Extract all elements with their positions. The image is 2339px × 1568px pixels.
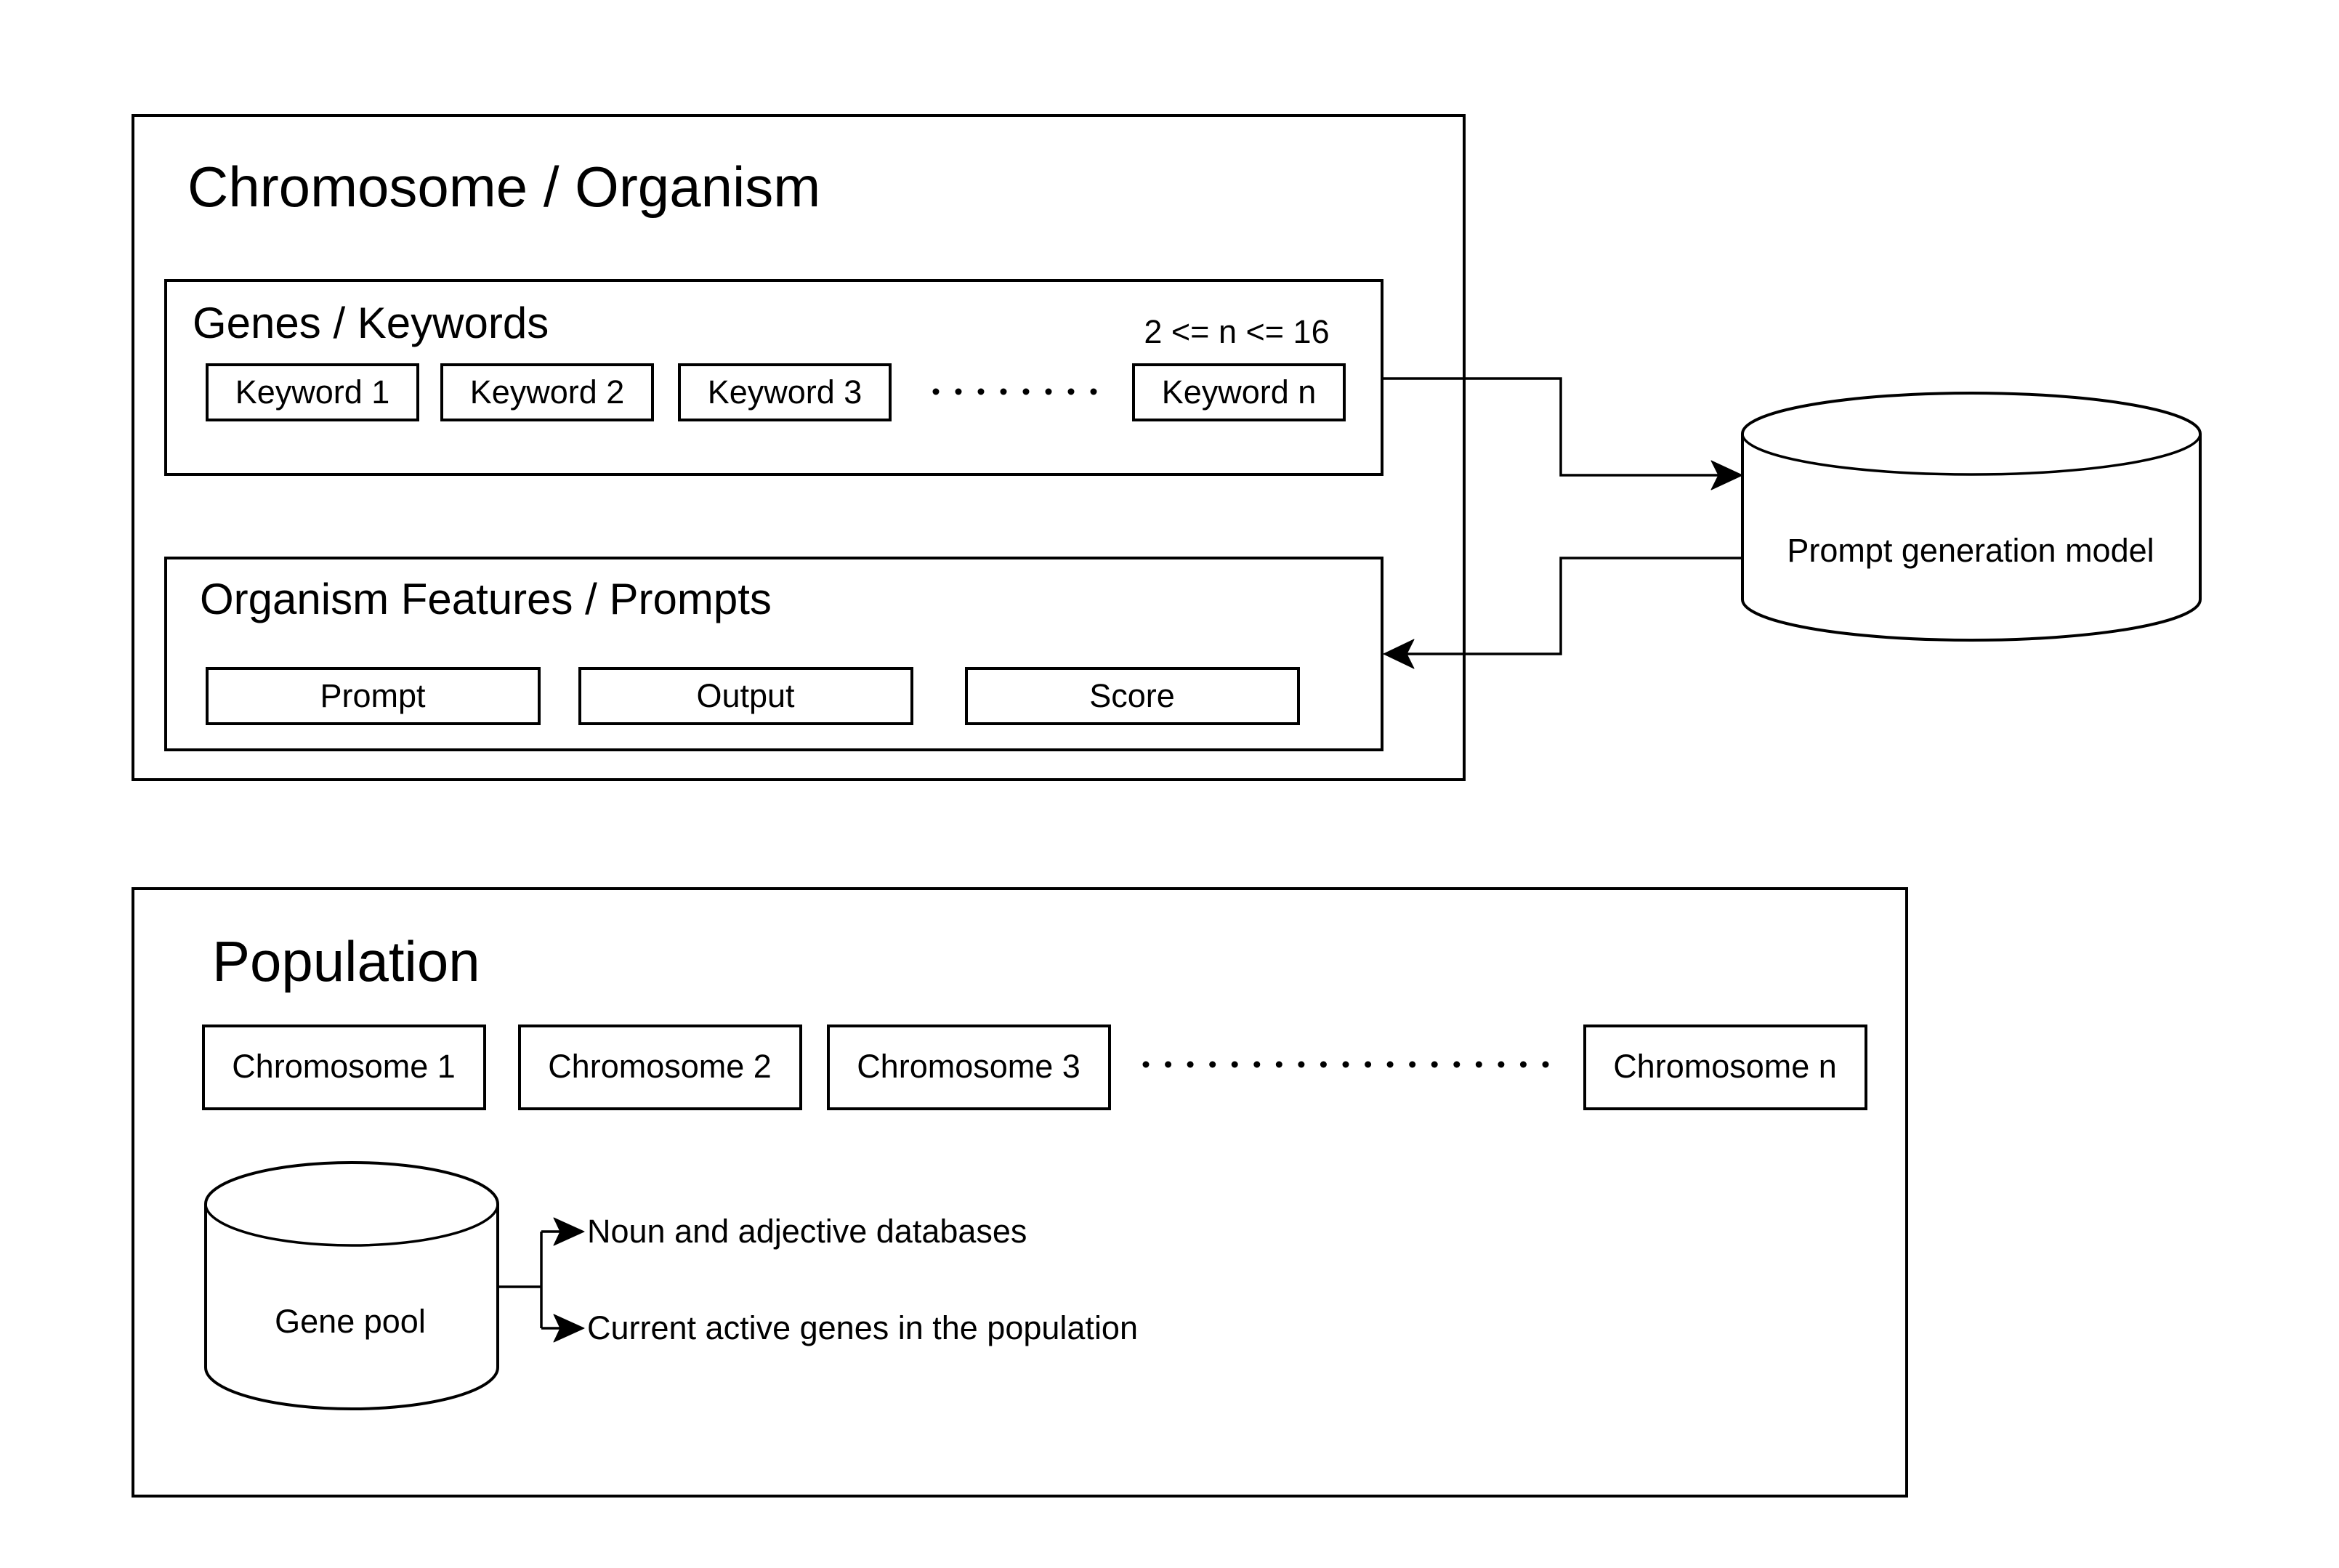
keyword-label: Keyword 3 [708,373,863,411]
prompt-generation-model: Prompt generation model [1741,392,2202,642]
keyword-label: Keyword n [1162,373,1317,411]
features-box: Organism Features / Prompts Prompt Outpu… [164,557,1383,751]
feature-field-label: Output [696,677,795,714]
chromosome-box [1583,1025,1867,1110]
keyword-item: Keyword 2 [440,363,654,421]
keyword-ellipsis [932,388,1097,395]
arrow-head-icon [1710,460,1743,490]
feature-field: Prompt [206,667,541,725]
chromosome-label: Chromosome 2 [548,1048,772,1085]
chromosome-label: Chromosome n [1613,1048,1837,1085]
keyword-box [1132,363,1346,421]
chromosome-item: Chromosome 3 [827,1025,1111,1110]
population-panel-title: Population [212,929,480,993]
keyword-label: Keyword 1 [235,373,390,411]
gene-pool-cylinder-body [204,1161,499,1410]
feature-field-label: Score [1089,677,1175,714]
keyword-box [206,363,419,421]
keyword-count-constraint: 2 <= n <= 16 [1144,313,1329,350]
arrow-head-icon [553,1217,585,1246]
chromosome-label: Chromosome 3 [857,1048,1080,1085]
chromosome-item: Chromosome n [1583,1025,1867,1110]
genes-box: Genes / Keywords 2 <= n <= 16 Keyword 1 … [164,279,1383,476]
gene-pool-source: Noun and adjective databases [587,1213,1027,1250]
gene-pool-label: Gene pool [275,1303,426,1340]
chromosome-ellipsis [1142,1061,1549,1068]
keyword-item: Keyword n [1132,363,1346,421]
chromosome-box [518,1025,802,1110]
gene-pool-connector [498,1217,585,1343]
keyword-item: Keyword 3 [678,363,892,421]
arrow-head-icon [553,1314,585,1343]
chromosome-item: Chromosome 1 [202,1025,486,1110]
chromosome-panel-title: Chromosome / Organism [187,155,820,219]
arrow-head-icon [1383,639,1415,669]
chromosome-item: Chromosome 2 [518,1025,802,1110]
chromosome-box [202,1025,486,1110]
keyword-item: Keyword 1 [206,363,419,421]
features-box-title: Organism Features / Prompts [200,575,772,623]
feature-field: Score [965,667,1300,725]
keywords-to-model-connector [1382,377,1743,490]
model-to-features-connector [1383,557,1742,669]
gene-pool-source: Current active genes in the population [587,1309,1138,1346]
feature-field-box [965,667,1300,725]
model-cylinder-body [1741,392,2202,642]
model-cylinder-rim [1741,433,2202,476]
chromosome-panel: Chromosome / Organism Genes / Keywords 2… [132,114,1466,781]
keyword-box [440,363,654,421]
feature-field-box [578,667,913,725]
keyword-box [678,363,892,421]
population-panel: Population Chromosome 1 Chromosome 2 Chr… [132,887,1908,1498]
model-label: Prompt generation model [1787,532,2154,569]
feature-field-label: Prompt [320,677,426,714]
feature-field: Output [578,667,913,725]
feature-field-box [206,667,541,725]
genes-box-title: Genes / Keywords [193,299,549,347]
chromosome-label: Chromosome 1 [232,1048,456,1085]
gene-pool-cylinder-rim [204,1203,499,1247]
chromosome-box [827,1025,1111,1110]
keyword-label: Keyword 2 [470,373,625,411]
gene-pool: Gene pool [204,1161,499,1410]
